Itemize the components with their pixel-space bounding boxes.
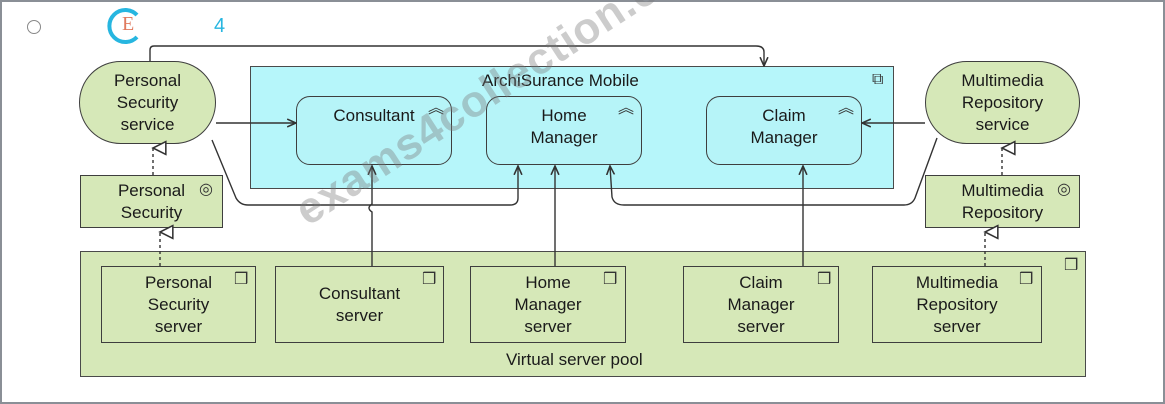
function-icon: ︽ <box>838 100 855 117</box>
consultant-label: Consultant <box>333 106 415 125</box>
consultant-component: Consultant <box>296 96 452 165</box>
multimedia-repository-server-label: Multimedia Repository server <box>915 272 999 336</box>
node-icon: ❒ <box>1019 271 1034 288</box>
system-software-icon: ◎ <box>199 181 213 198</box>
multimedia-repository-service: Multimedia Repository service <box>925 61 1080 144</box>
claim-manager-server-label: Claim Manager server <box>727 272 795 336</box>
personal-security-system-software: Personal Security <box>80 175 223 228</box>
personal-security-server: Personal Security server <box>101 266 256 343</box>
virtual-server-pool-label: Virtual server pool <box>506 350 643 369</box>
multimedia-repository-label: Multimedia Repository <box>961 180 1044 222</box>
multimedia-repository-service-label: Multimedia Repository service <box>961 70 1044 134</box>
node-icon: ❒ <box>1064 257 1079 274</box>
node-icon: ❒ <box>234 271 249 288</box>
node-icon: ❒ <box>422 271 437 288</box>
claim-manager-label: Claim Manager <box>750 106 818 147</box>
archisurance-mobile-label: ArchiSurance Mobile <box>482 71 639 90</box>
home-manager-server: Home Manager server <box>470 266 626 343</box>
logo-icon <box>107 8 139 44</box>
function-icon: ︽ <box>428 100 445 117</box>
consultant-server: Consultant server <box>275 266 444 343</box>
multimedia-repository-system-software: Multimedia Repository <box>925 175 1080 228</box>
serving-line-ps-home <box>211 139 518 206</box>
consultant-server-label: Consultant server <box>318 283 401 325</box>
multimedia-repository-server: Multimedia Repository server <box>872 266 1042 343</box>
claim-manager-server: Claim Manager server <box>683 266 839 343</box>
claim-manager-component: Claim Manager <box>706 96 862 165</box>
serving-line-mr-home <box>610 137 938 206</box>
function-icon: ︽ <box>618 100 635 117</box>
personal-security-service: Personal Security service <box>79 61 216 144</box>
logo-number: 4 <box>214 15 226 37</box>
component-icon: ⧉ <box>872 71 884 88</box>
system-software-icon: ◎ <box>1057 181 1071 198</box>
personal-security-server-label: Personal Security server <box>144 272 213 336</box>
radio-circle-icon <box>27 20 41 34</box>
personal-security-label: Personal Security <box>117 180 186 222</box>
home-manager-server-label: Home Manager server <box>514 272 582 336</box>
serving-line-consultant-server <box>369 166 372 266</box>
node-icon: ❒ <box>603 271 618 288</box>
serving-line-ps-claim <box>149 45 764 66</box>
logo-letter: E <box>122 13 135 35</box>
node-icon: ❒ <box>817 271 832 288</box>
personal-security-service-label: Personal Security service <box>113 70 182 134</box>
home-manager-label: Home Manager <box>530 106 598 147</box>
home-manager-component: Home Manager <box>486 96 642 165</box>
